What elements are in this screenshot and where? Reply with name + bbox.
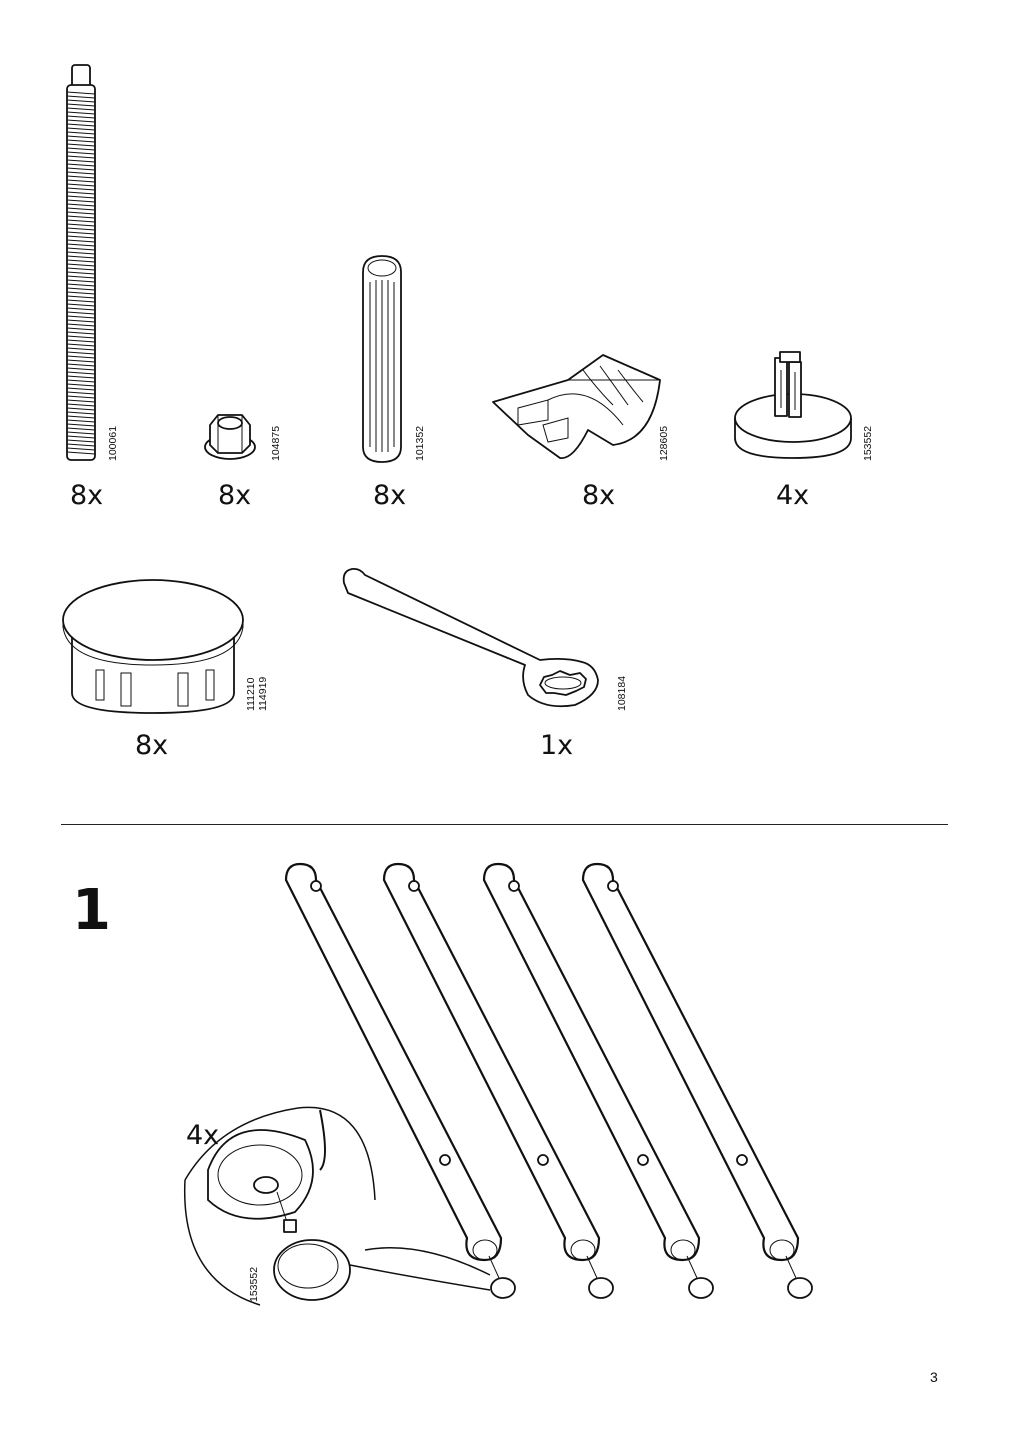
- bracket-qty: 8x: [582, 480, 616, 511]
- dowel-illustration: [362, 255, 402, 463]
- cap-illustration: [62, 579, 244, 714]
- dowel-code: 101352: [414, 425, 426, 461]
- cap-code-1: 111210: [245, 677, 257, 711]
- bracket-illustration: [492, 354, 661, 459]
- detail-callout-illustration: [183, 1106, 491, 1306]
- flange-nut-code: 104875: [270, 425, 282, 461]
- cap-code-2: 114919: [257, 676, 269, 711]
- flange-nut-qty: 8x: [218, 480, 252, 511]
- threaded-rod-code: 100061: [107, 425, 119, 461]
- section-divider: [61, 824, 948, 825]
- detail-qty: 4x: [186, 1120, 220, 1151]
- threaded-rod-illustration: [66, 64, 96, 461]
- threaded-rod-qty: 8x: [70, 480, 104, 511]
- page-number: 3: [930, 1369, 938, 1385]
- dowel-qty: 8x: [373, 480, 407, 511]
- detail-code: 153552: [248, 1266, 260, 1302]
- wrench-illustration: [342, 567, 599, 708]
- glide-foot-code: 153552: [862, 425, 874, 461]
- leg-3: [482, 862, 714, 1299]
- flange-nut-illustration: [204, 414, 256, 460]
- step-number: 1: [72, 878, 111, 943]
- cap-qty: 8x: [135, 730, 169, 761]
- wrench-qty: 1x: [540, 730, 574, 761]
- bracket-code: 128605: [658, 425, 670, 461]
- glide-foot-illustration: [734, 351, 852, 459]
- wrench-code: 108184: [616, 675, 628, 711]
- leg-1: [284, 862, 516, 1299]
- glide-foot-qty: 4x: [776, 480, 810, 511]
- leg-4: [581, 862, 813, 1299]
- cap-codes: 111210 114919: [245, 677, 269, 711]
- leg-2: [382, 862, 614, 1299]
- step-legs-illustration: [284, 862, 813, 1299]
